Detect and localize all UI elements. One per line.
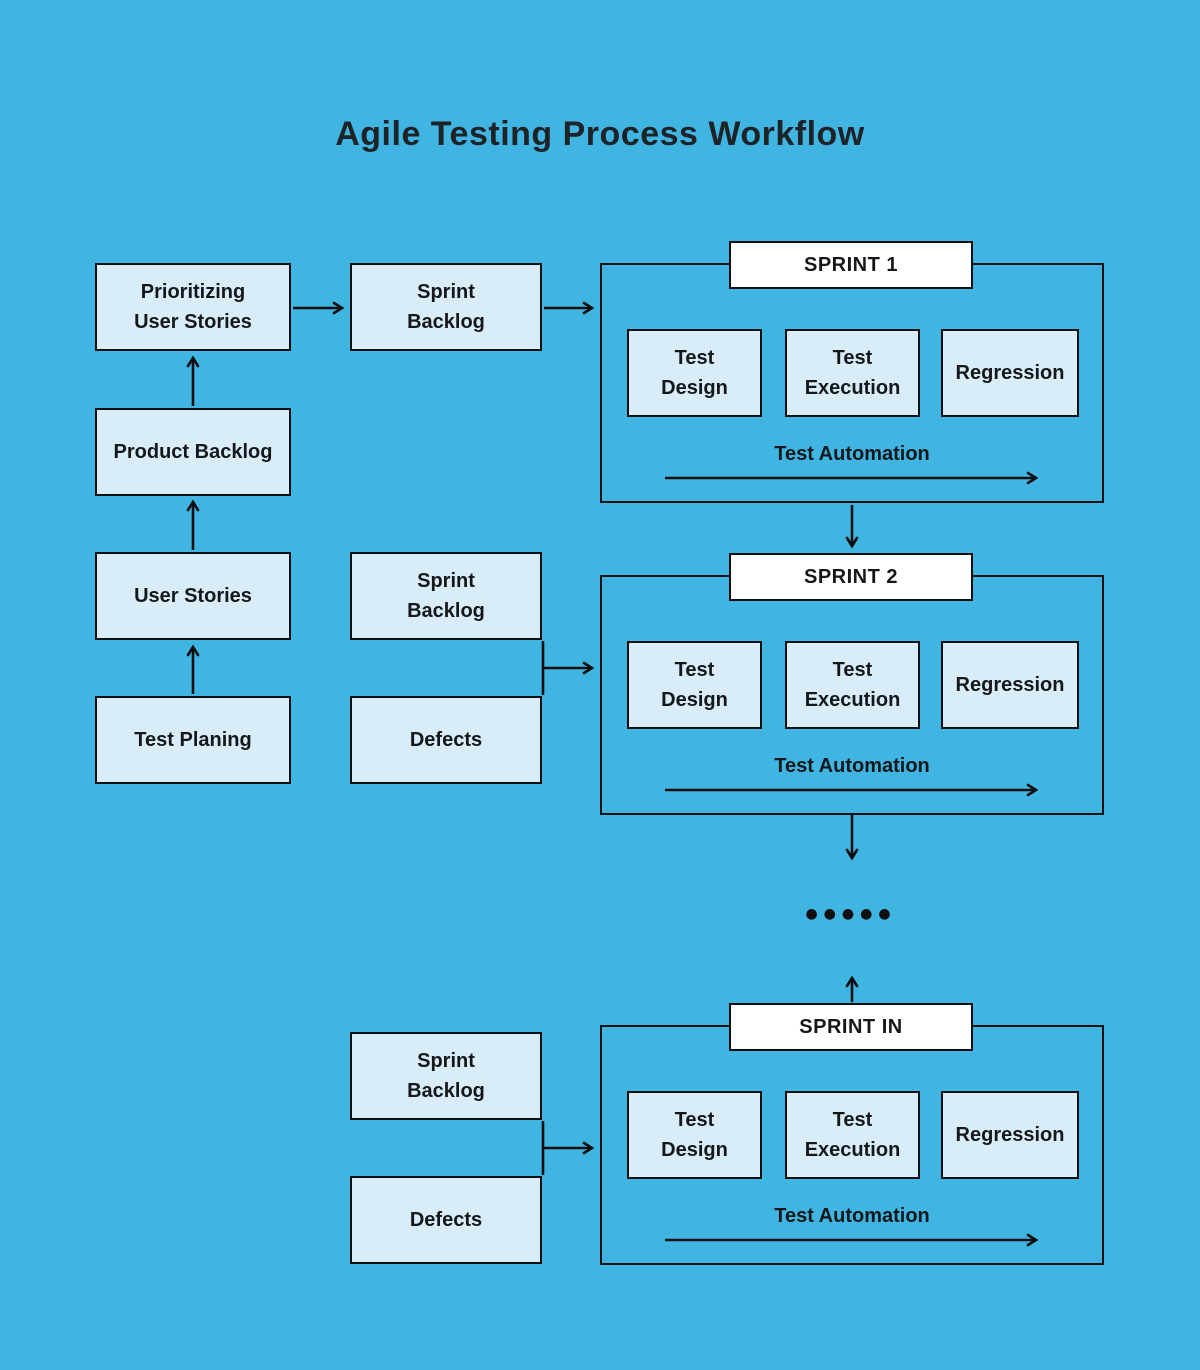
test-automation-label-sprint-in: Test Automation: [774, 1205, 930, 1227]
page-title: Agile Testing Process Workflow: [335, 114, 865, 153]
box-prioritizing-user-stories: Prioritizing User Stories: [95, 263, 291, 351]
box-sprint-backlog-3: Sprint Backlog: [350, 1032, 542, 1120]
test-automation-label-sprint-2: Test Automation: [774, 755, 930, 777]
sprint-1-title: SPRINT 1: [729, 241, 973, 289]
sprint-2-frame: SPRINT 2 Test Design Test Execution Regr…: [600, 553, 1104, 815]
box-regression-sprint-1: Regression: [941, 329, 1079, 417]
box-test-planing: Test Planing: [95, 696, 291, 784]
sprint-1-frame: SPRINT 1 Test Design Test Execution Regr…: [600, 241, 1104, 503]
box-defects-2: Defects: [350, 1176, 542, 1264]
test-automation-label-sprint-1: Test Automation: [774, 443, 930, 465]
sprint-in-frame: SPRINT IN Test Design Test Execution Reg…: [600, 1003, 1104, 1265]
ellipsis-dots: ●●●●●: [805, 906, 897, 922]
box-sprint-backlog-2: Sprint Backlog: [350, 552, 542, 640]
box-defects-1: Defects: [350, 696, 542, 784]
box-regression-sprint-2: Regression: [941, 641, 1079, 729]
box-product-backlog: Product Backlog: [95, 408, 291, 496]
sprint-in-title: SPRINT IN: [729, 1003, 973, 1051]
box-test-design-sprint-2: Test Design: [627, 641, 762, 729]
box-test-design-sprint-in: Test Design: [627, 1091, 762, 1179]
box-test-execution-sprint-1: Test Execution: [785, 329, 920, 417]
box-regression-sprint-in: Regression: [941, 1091, 1079, 1179]
sprint-2-title: SPRINT 2: [729, 553, 973, 601]
box-sprint-backlog-1: Sprint Backlog: [350, 263, 542, 351]
box-user-stories: User Stories: [95, 552, 291, 640]
box-test-design-sprint-1: Test Design: [627, 329, 762, 417]
box-test-execution-sprint-in: Test Execution: [785, 1091, 920, 1179]
box-test-execution-sprint-2: Test Execution: [785, 641, 920, 729]
